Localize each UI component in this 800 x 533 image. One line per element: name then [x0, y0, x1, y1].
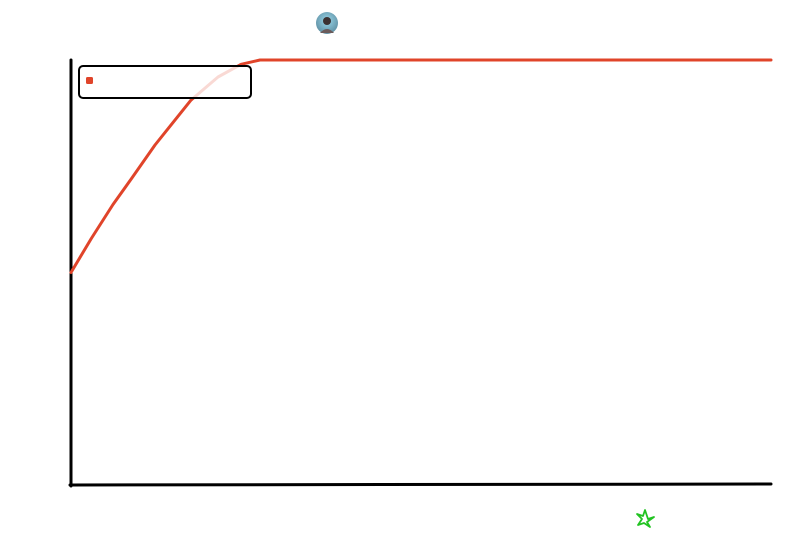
x-axis [68, 482, 773, 487]
legend-marker [86, 77, 93, 84]
star-icon [636, 509, 655, 528]
avatar [316, 12, 338, 34]
legend [78, 65, 252, 99]
